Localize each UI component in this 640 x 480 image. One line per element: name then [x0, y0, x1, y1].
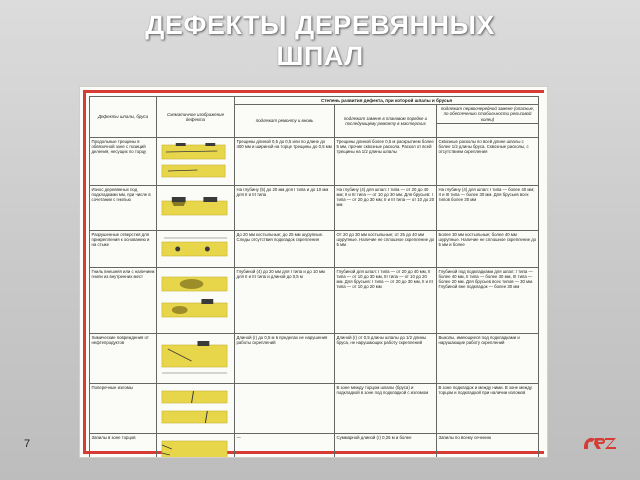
criteria-planned-cell: В зоне между торцом шпалы (бруса) и подк… [334, 382, 437, 434]
criteria-planned-cell: Суммарной длиной (г) 0,25 м и более [334, 432, 437, 457]
header-col-urgent: подлежат первоочередной замене (опасные,… [435, 104, 540, 124]
criteria-planned-cell: От 20 до 30 мм костыльные; от 25 до 40 м… [334, 229, 437, 268]
defect-picture-cell [156, 382, 235, 434]
defect-picture-cell [156, 432, 235, 457]
criteria-urgent-cell: Выколы, имеющиеся под подкладками и нару… [435, 332, 540, 384]
page-number: 7 [24, 438, 31, 450]
criteria-planned-cell: На глубину (4) для шпал: I типа — от 20 … [334, 184, 437, 231]
sleeper-defect-illustration [161, 196, 228, 216]
criteria-repair-cell: Глубиной (4) до 20 мм для I типа и до 10… [234, 266, 335, 334]
defect-picture-cell [156, 184, 235, 231]
criteria-repair-cell: До 20 мм костыльные; до 25 мм шурупные. … [234, 229, 335, 268]
header-col-planned: подлежат замене в плановом порядке и пос… [334, 104, 437, 138]
header-col-urgent-spacer [435, 122, 540, 138]
sleeper-defect-illustration [161, 142, 226, 178]
slide-title: ДЕФЕКТЫ ДЕРЕВЯННЫХ ШПАЛ [0, 10, 640, 72]
defect-picture-cell [156, 266, 235, 334]
criteria-repair-cell: — [234, 432, 335, 457]
red-border-left [83, 90, 86, 454]
criteria-repair-cell: Трещины длиной 0,5 до 0,5 или по длине д… [234, 136, 335, 186]
criteria-urgent-cell: Сквозные расколы по всей длине шпалы с б… [435, 136, 540, 186]
table-row: Химические повреждения от нефтепродуктов… [89, 332, 540, 384]
defects-document: Дефекты шпалы, бруса Схематичное изображ… [80, 87, 547, 457]
criteria-planned-cell: Длиной (г) от 0,5 длины шпалы до 1/2 дли… [334, 332, 437, 384]
defect-picture-cell [156, 332, 235, 384]
table-row: Разрушенные отверстия для прикрепления к… [89, 229, 540, 268]
criteria-urgent-cell: В зоне подкладок и между ними. В зоне ме… [435, 382, 540, 434]
defect-name-cell: Износ деревянных под подкладками мм, при… [89, 184, 157, 231]
slide-title-line-2: ШПАЛ [276, 41, 364, 71]
criteria-planned-cell: Глубиной для шпал: I типа — от 20 до 40 … [334, 266, 437, 334]
defect-name-cell: Гниль внешняя или с наличием гнили из вн… [89, 266, 157, 334]
defect-picture-cell [156, 136, 235, 186]
sleeper-defect-illustration [161, 276, 228, 318]
criteria-repair-cell: На глубину (5) до 20 мм для I типа и до … [234, 184, 335, 231]
table-row: Запилы в зоне торцов —Суммарной длиной (г… [89, 432, 540, 457]
table-row: Износ деревянных под подкладками мм, при… [89, 184, 540, 231]
sleeper-defect-illustration [161, 340, 228, 374]
header-main: Степень развития дефекта, при которой шп… [233, 95, 540, 106]
header-picture: Схематичное изображение дефекта [156, 96, 235, 138]
criteria-urgent-cell: Запилы по всему сечению [435, 432, 540, 457]
criteria-repair-cell [234, 382, 335, 434]
defect-picture-cell [156, 229, 235, 268]
criteria-repair-cell: Длиной (г) до 0,5 м в пределах не наруше… [234, 332, 335, 384]
criteria-urgent-cell: Более 30 мм костыльные; более 40 мм шуру… [435, 229, 540, 268]
defect-name-cell: Химические повреждения от нефтепродуктов [89, 332, 157, 384]
table-row: Гниль внешняя или с наличием гнили из вн… [89, 266, 540, 334]
table-row: Поперечные изломы В зоне между торцом шпа… [89, 382, 540, 434]
defects-table: Дефекты шпалы, бруса Схематичное изображ… [89, 95, 540, 457]
slide-title-line-1: ДЕФЕКТЫ ДЕРЕВЯННЫХ [145, 10, 495, 40]
defect-name-cell: Поперечные изломы [89, 382, 157, 434]
sleeper-defect-illustration [161, 390, 228, 424]
criteria-urgent-cell: На глубину (4) для шпал: I типа — более … [435, 184, 540, 231]
header-col-repair: подлежат ремонту и вновь [234, 104, 335, 138]
defect-name-cell: Разрушенные отверстия для прикрепления к… [89, 229, 157, 268]
sleeper-defect-illustration [161, 237, 228, 257]
red-border-top [83, 90, 544, 93]
sleeper-defect-illustration [161, 440, 228, 457]
rzd-logo-icon [584, 437, 616, 449]
header-defect-name: Дефекты шпалы, бруса [89, 96, 157, 138]
criteria-planned-cell: Трещины длиной более 0,5 м раскрытием бо… [334, 136, 437, 186]
defect-name-cell: Запилы в зоне торцов [89, 432, 157, 457]
table-row: Продольные трещины в обвязочной зоне с п… [89, 136, 540, 186]
criteria-urgent-cell: Глубиной под подкладками для шпал: I тип… [435, 266, 540, 334]
defect-name-cell: Продольные трещины в обвязочной зоне с п… [89, 136, 157, 186]
